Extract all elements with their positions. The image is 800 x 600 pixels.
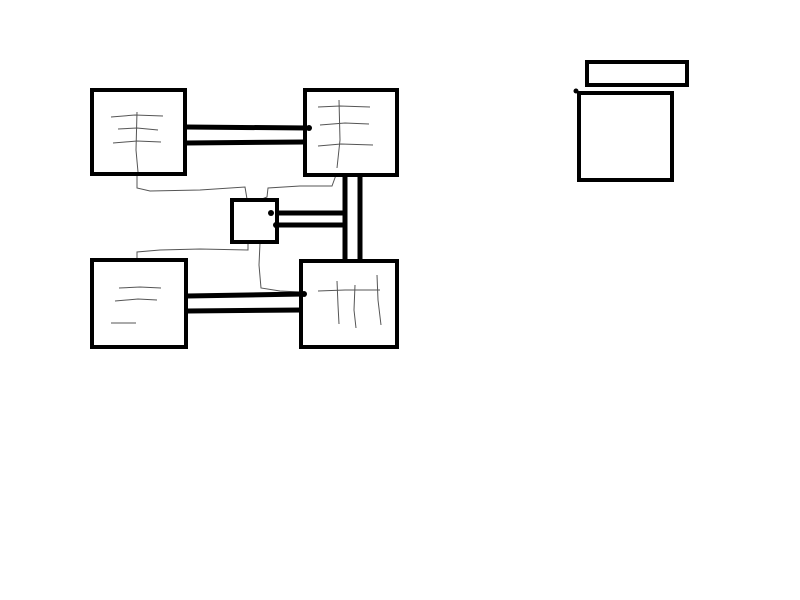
box-scribbles — [110, 99, 382, 329]
legend-corner-dot — [573, 88, 579, 94]
legend-label-bar — [585, 60, 689, 87]
wire-top-right-to-center — [261, 174, 337, 200]
thin-wires — [136, 174, 337, 329]
bus-top-line-2 — [183, 139, 307, 146]
bus-top-line-1 — [183, 124, 311, 131]
endpoint-dots — [268, 125, 312, 297]
scribble-bottom-right-2 — [353, 284, 357, 329]
bottom-left-box — [90, 258, 188, 349]
scribble-top-right-2 — [319, 122, 370, 126]
scribble-top-left-4 — [135, 111, 139, 173]
scribble-top-left-1 — [110, 114, 164, 118]
scribble-bottom-right-3 — [376, 274, 382, 326]
top-right-box — [303, 88, 399, 177]
bottom-right-box — [299, 259, 399, 349]
scribble-bottom-left-1 — [118, 286, 162, 289]
wire-top-left-to-center — [136, 175, 248, 200]
boxes — [90, 60, 689, 349]
scribble-top-left-3 — [112, 140, 162, 144]
scribble-bottom-left-2 — [114, 298, 158, 302]
top-left-box — [90, 88, 187, 176]
dot-top-bus-end — [306, 125, 312, 131]
dot-center-bus-2 — [273, 222, 279, 228]
dot-center-bus-1 — [268, 210, 274, 216]
bus-bottom-line-1 — [184, 291, 307, 299]
scribble-top-right-4 — [336, 99, 341, 169]
bus-bottom-line-2 — [184, 307, 305, 314]
scribble-bottom-right-1 — [336, 280, 340, 325]
legend-box — [577, 91, 674, 182]
wire-center-to-bottom-right — [258, 242, 301, 293]
scribble-top-right-3 — [317, 143, 374, 147]
scribble-bottom-right-4 — [317, 289, 380, 292]
scribble-top-right-1 — [317, 105, 371, 108]
buses — [183, 124, 363, 314]
center-small-box — [230, 198, 279, 244]
dot-bottom-bus-end — [301, 291, 307, 297]
